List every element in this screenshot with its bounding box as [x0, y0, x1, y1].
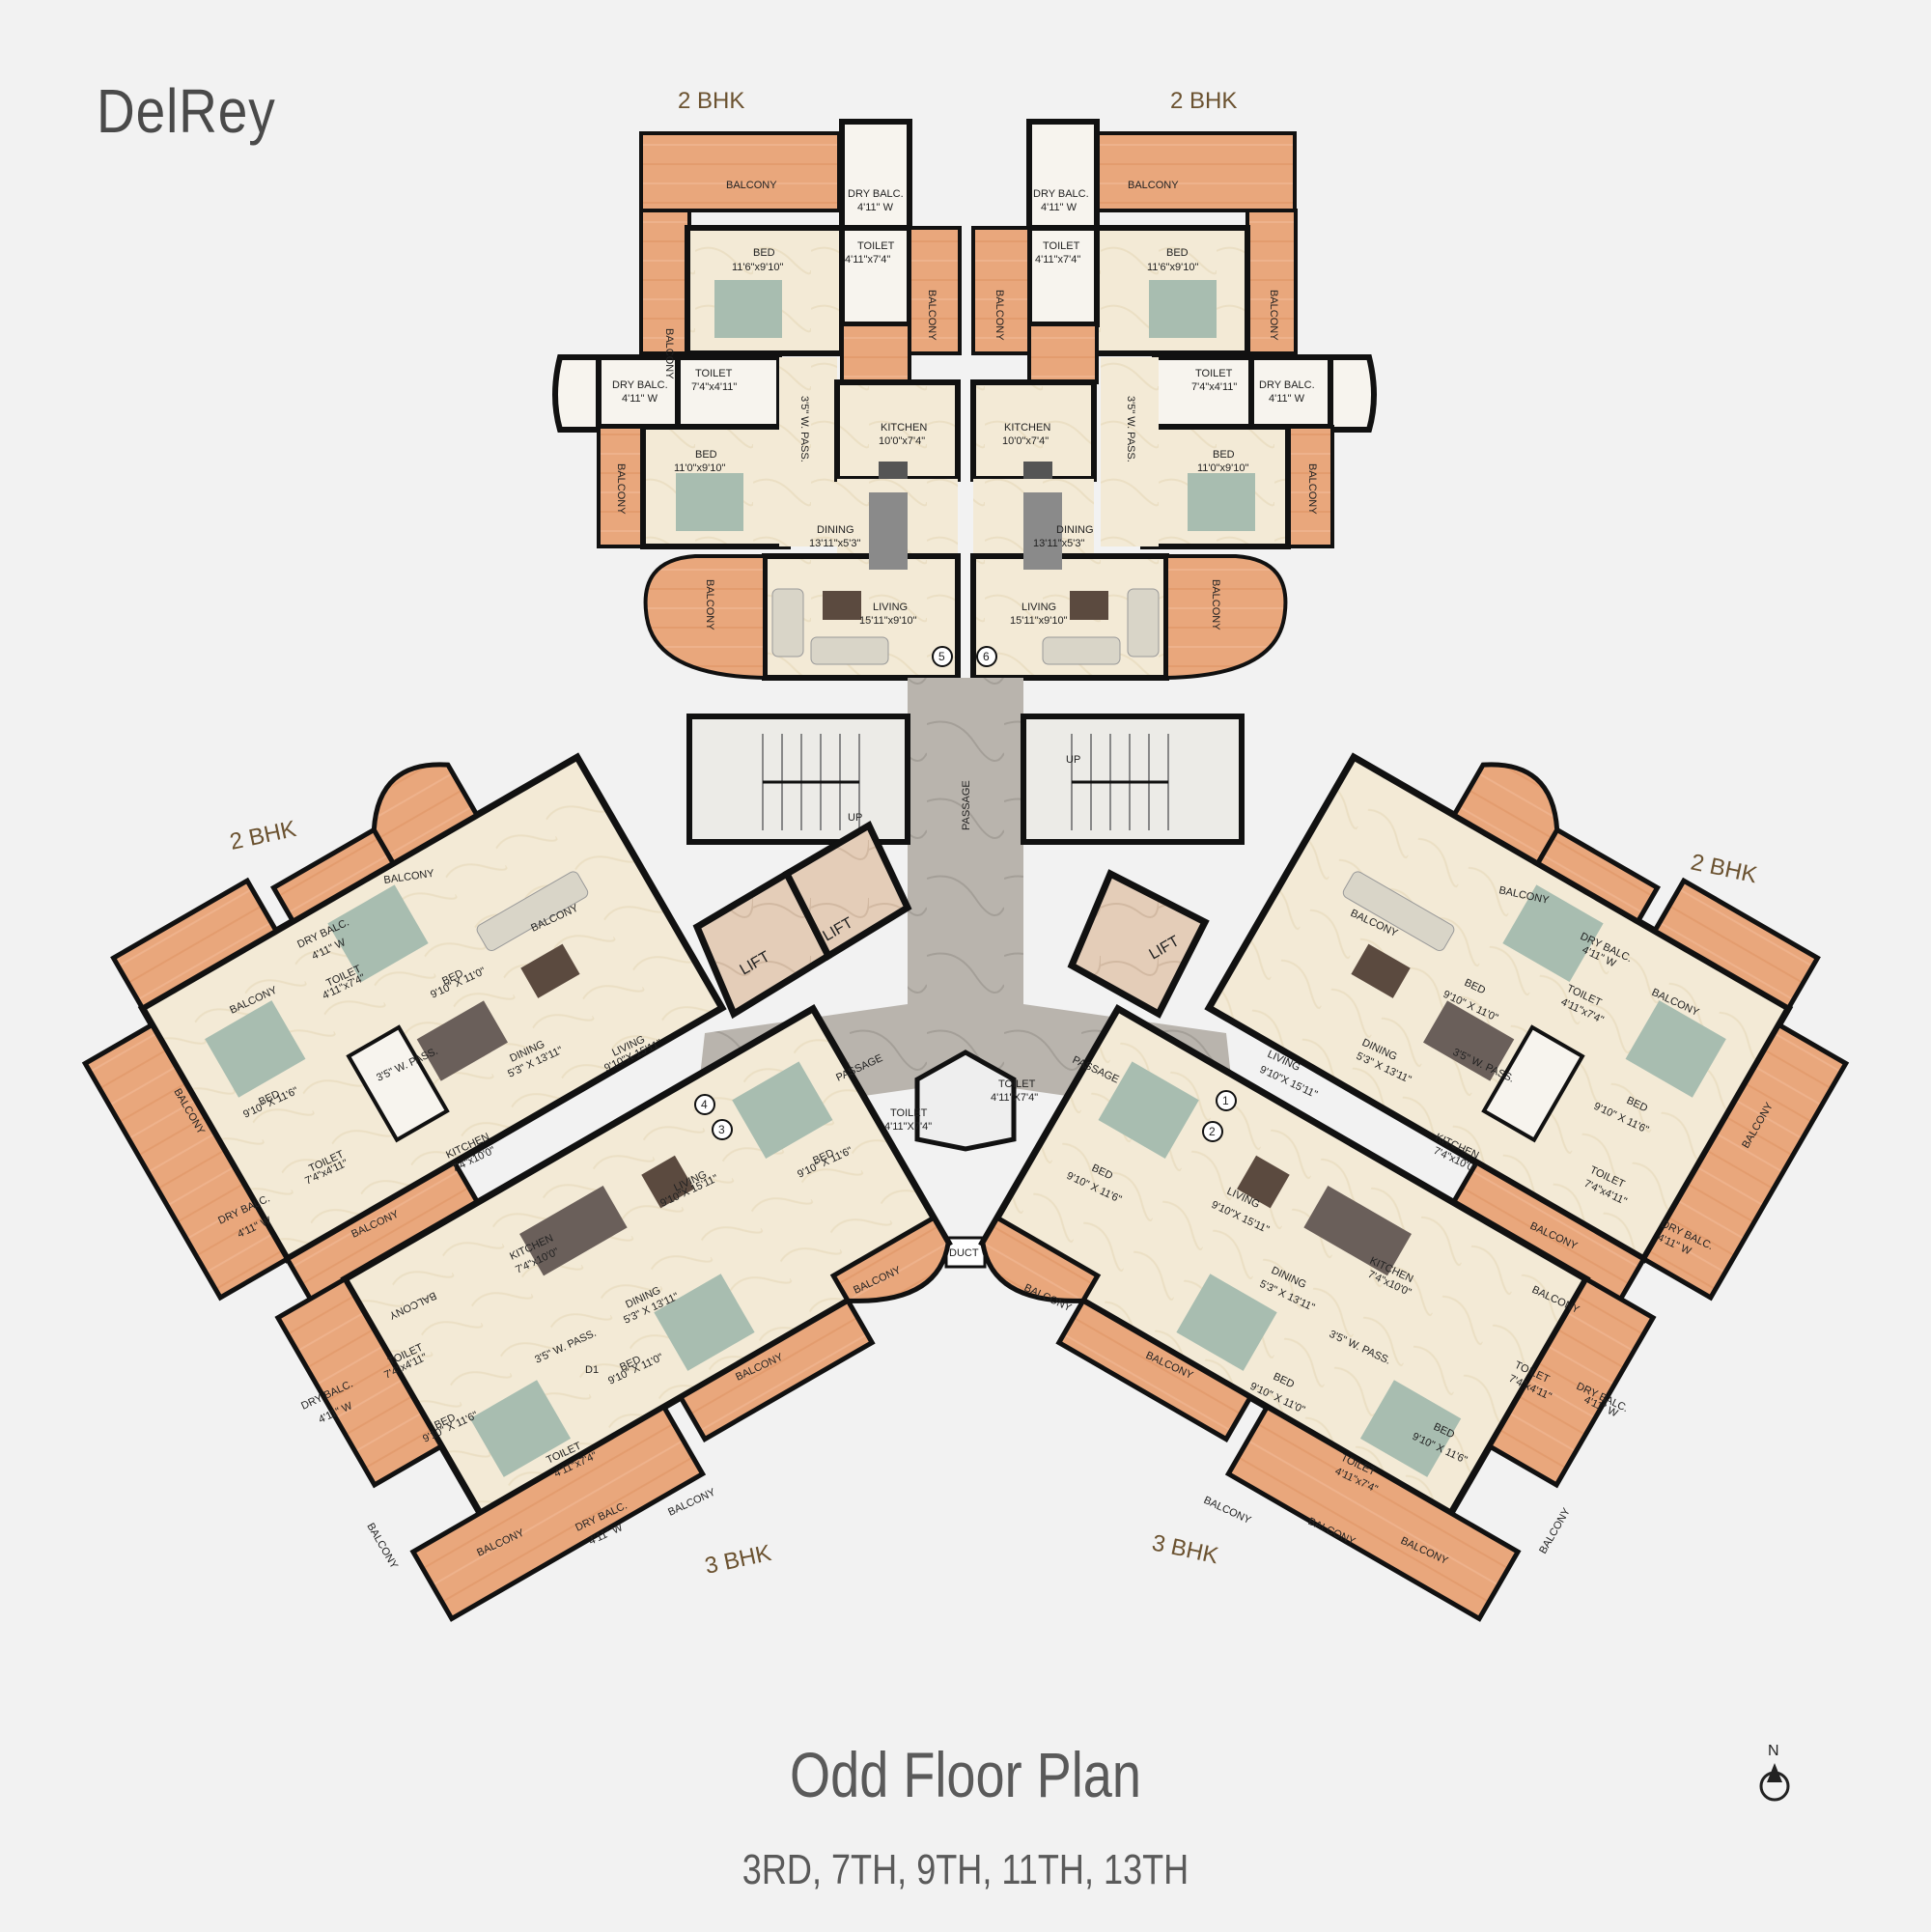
plan-title: Odd Floor Plan [789, 1739, 1141, 1810]
label-toilet: TOILET [1195, 368, 1233, 379]
label-bed: BED [1166, 247, 1189, 259]
label-bed-size: 11'0"x9'10" [674, 462, 725, 474]
label-living-size: 15'11"x9'10" [1010, 615, 1068, 627]
label-balcony: BALCONY [663, 328, 675, 379]
unit-top-left [552, 119, 962, 681]
label-bed: BED [1213, 449, 1235, 461]
label-duct: DUCT [949, 1247, 979, 1259]
floor-plan: 2 BHK 2 BHK 2 BHK 2 BHK 3 BHK 3 BHK BALC… [81, 88, 1850, 1622]
flat-number-4: 4 [694, 1094, 715, 1115]
north-arrow-icon: N [1759, 1743, 1790, 1802]
svg-text:4: 4 [701, 1098, 708, 1111]
flat-number-1: 1 [1216, 1090, 1237, 1111]
unit-label-bot-right: 3 BHK [1150, 1529, 1220, 1569]
brand-logo: DelRey [97, 76, 276, 146]
svg-text:5: 5 [938, 650, 945, 663]
label-toilet: TOILET [1043, 240, 1080, 252]
label-balcony: BALCONY [1268, 290, 1279, 341]
label-bed-size: 11'0"x9'10" [1197, 462, 1248, 474]
unit-mid-left [81, 752, 727, 1313]
label-toilet: TOILET [998, 1078, 1036, 1090]
svg-text:3: 3 [718, 1123, 725, 1136]
core [686, 678, 1245, 1269]
label-toilet: TOILET [857, 240, 895, 252]
label-dry-balc-size: 4'11" W [1269, 393, 1305, 405]
label-dining-size: 13'11"x5'3" [809, 538, 860, 549]
label-toilet-size: 4'11"x7'4" [1035, 254, 1080, 266]
label-balcony: BALCONY [704, 579, 715, 630]
label-passage: PASSAGE [961, 780, 972, 830]
svg-text:1: 1 [1222, 1094, 1229, 1107]
compass-label: N [1768, 1743, 1779, 1759]
label-dry-balc: DRY BALC. [1033, 188, 1089, 200]
unit-label-top-right: 2 BHK [1170, 88, 1237, 114]
unit-label-mid-right: 2 BHK [1689, 849, 1759, 888]
label-kitchen: KITCHEN [1004, 422, 1050, 434]
label-toilet-size: 4'11"X7'4" [991, 1092, 1038, 1104]
label-dry-balc: DRY BALC. [1259, 379, 1315, 391]
unit-label-bot-left: 3 BHK [703, 1540, 773, 1580]
unit-bottom-left [274, 1003, 953, 1622]
label-balcony: BALCONY [993, 290, 1005, 341]
label-dry-balc-size: 4'11" W [622, 393, 658, 405]
flat-number-5: 5 [932, 646, 953, 667]
label-dining: DINING [817, 524, 854, 536]
flat-numbers: 5 6 4 3 1 2 [694, 646, 1237, 1142]
label-kitchen-size: 10'0"x7'4" [1002, 435, 1049, 447]
flat-number-6: 6 [976, 646, 997, 667]
label-up: UP [848, 812, 862, 824]
label-bed: BED [753, 247, 775, 259]
unit-label-mid-left: 2 BHK [228, 816, 298, 855]
label-kitchen-size: 10'0"x7'4" [879, 435, 925, 447]
label-toilet-size: 4'11"X7'4" [884, 1121, 932, 1133]
label-wpass: 3'5" W. PASS. [1125, 396, 1136, 462]
label-bed: BED [695, 449, 717, 461]
unit-bottom-right [978, 1003, 1657, 1622]
label-dry-balc: DRY BALC. [848, 188, 904, 200]
label-living: LIVING [1021, 602, 1056, 613]
flat-number-3: 3 [712, 1119, 733, 1140]
label-toilet: TOILET [890, 1107, 928, 1119]
label-dining-size: 13'11"x5'3" [1033, 538, 1084, 549]
label-dry-balc: DRY BALC. [612, 379, 668, 391]
label-up: UP [1066, 754, 1080, 766]
label-toilet-size: 4'11"x7'4" [845, 254, 890, 266]
label-dry-balc-size: 4'11" W [1041, 202, 1077, 213]
label-bed-size: 11'6"x9'10" [1147, 262, 1198, 273]
plan-floors: 3RD, 7TH, 9TH, 11TH, 13TH [742, 1846, 1189, 1893]
label-living: LIVING [873, 602, 908, 613]
label-balcony: BALCONY [1128, 180, 1179, 191]
label-bed-size: 11'6"x9'10" [732, 262, 783, 273]
label-balcony: BALCONY [1202, 1495, 1253, 1526]
label-balcony: BALCONY [615, 463, 627, 515]
label-d1: D1 [585, 1364, 599, 1376]
label-dining: DINING [1056, 524, 1094, 536]
label-kitchen: KITCHEN [881, 422, 927, 434]
unit-mid-right [1204, 752, 1850, 1313]
label-balcony: BALCONY [1210, 579, 1221, 630]
label-living-size: 15'11"x9'10" [859, 615, 917, 627]
label-balcony: BALCONY [726, 180, 777, 191]
label-balcony: BALCONY [364, 1522, 400, 1572]
label-balcony: BALCONY [926, 290, 938, 341]
flat-number-2: 2 [1202, 1121, 1223, 1142]
label-dry-balc-size: 4'11" W [857, 202, 894, 213]
unit-top-right [970, 119, 1377, 681]
svg-text:6: 6 [983, 650, 990, 663]
svg-text:2: 2 [1209, 1125, 1216, 1138]
label-toilet: TOILET [695, 368, 733, 379]
unit-label-top-left: 2 BHK [678, 88, 744, 114]
label-toilet-size: 7'4"x4'11" [691, 381, 737, 393]
label-wpass: 3'5" W. PASS. [798, 396, 810, 462]
label-toilet-size: 7'4"x4'11" [1191, 381, 1237, 393]
label-balcony: BALCONY [1306, 463, 1318, 515]
label-balcony: BALCONY [1537, 1505, 1573, 1555]
